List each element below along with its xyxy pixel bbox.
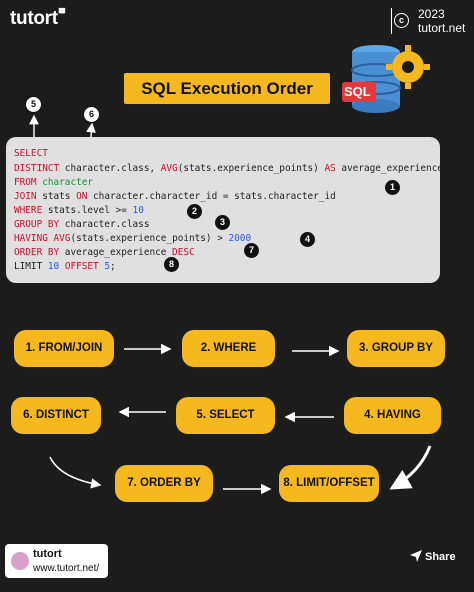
step-having: 4. HAVING (344, 397, 441, 434)
avatar (11, 552, 29, 570)
code-line-where: WHERE stats.level >= 10 (14, 205, 144, 216)
step-order-by: 7. ORDER BY (115, 465, 213, 502)
step-limit-offset: 8. LIMIT/OFFSET (279, 465, 379, 502)
header-year: 2023 (418, 7, 445, 21)
footer-card[interactable]: tutort www.tutort.net/ (5, 544, 108, 578)
code-line-limit: LIMIT 10 OFFSET 5; (14, 261, 116, 272)
marker-6: 6 (83, 106, 100, 123)
step-select: 5. SELECT (176, 397, 275, 434)
footer-url[interactable]: www.tutort.net/ (33, 563, 100, 574)
marker-4: 4 (300, 232, 315, 247)
share-icon[interactable] (409, 549, 423, 563)
step-from-join: 1. FROM/JOIN (14, 330, 114, 367)
code-line-distinct: DISTINCT character.class, AVG(stats.expe… (14, 163, 443, 174)
marker-3: 3 (215, 215, 230, 230)
code-line-join: JOIN stats ON character.character_id = s… (14, 191, 336, 202)
footer-brand: tutort (33, 548, 62, 560)
marker-1: 1 (385, 180, 400, 195)
brand-logo: tutort▀ (10, 8, 65, 30)
share-button[interactable]: Share (425, 551, 456, 563)
code-line-having: HAVING AVG(stats.experience_points) > 20… (14, 233, 252, 244)
brand-text: tutort (10, 8, 58, 29)
step-group-by: 3. GROUP BY (347, 330, 445, 367)
step-where: 2. WHERE (182, 330, 275, 367)
code-line-groupby: GROUP BY character.class (14, 219, 150, 230)
graduation-cap-icon: ▀ (58, 8, 65, 18)
database-gear-icon (342, 45, 430, 113)
page-title: SQL Execution Order (124, 73, 330, 104)
code-line-orderby: ORDER BY average_experience DESC (14, 247, 195, 258)
sql-badge: SQL (344, 84, 371, 99)
step-distinct: 6. DISTINCT (11, 397, 101, 434)
header-site: tutort.net (418, 21, 466, 35)
sql-code-panel: SELECT DISTINCT character.class, AVG(sta… (6, 137, 443, 283)
code-line-select: SELECT (14, 148, 48, 159)
code-line-from: FROM character (14, 177, 94, 188)
marker-5: 5 (25, 96, 42, 113)
marker-2: 2 (187, 204, 202, 219)
header-divider (391, 8, 392, 34)
copyright-icon: c (394, 13, 409, 28)
marker-7: 7 (244, 243, 259, 258)
marker-8: 8 (164, 257, 179, 272)
